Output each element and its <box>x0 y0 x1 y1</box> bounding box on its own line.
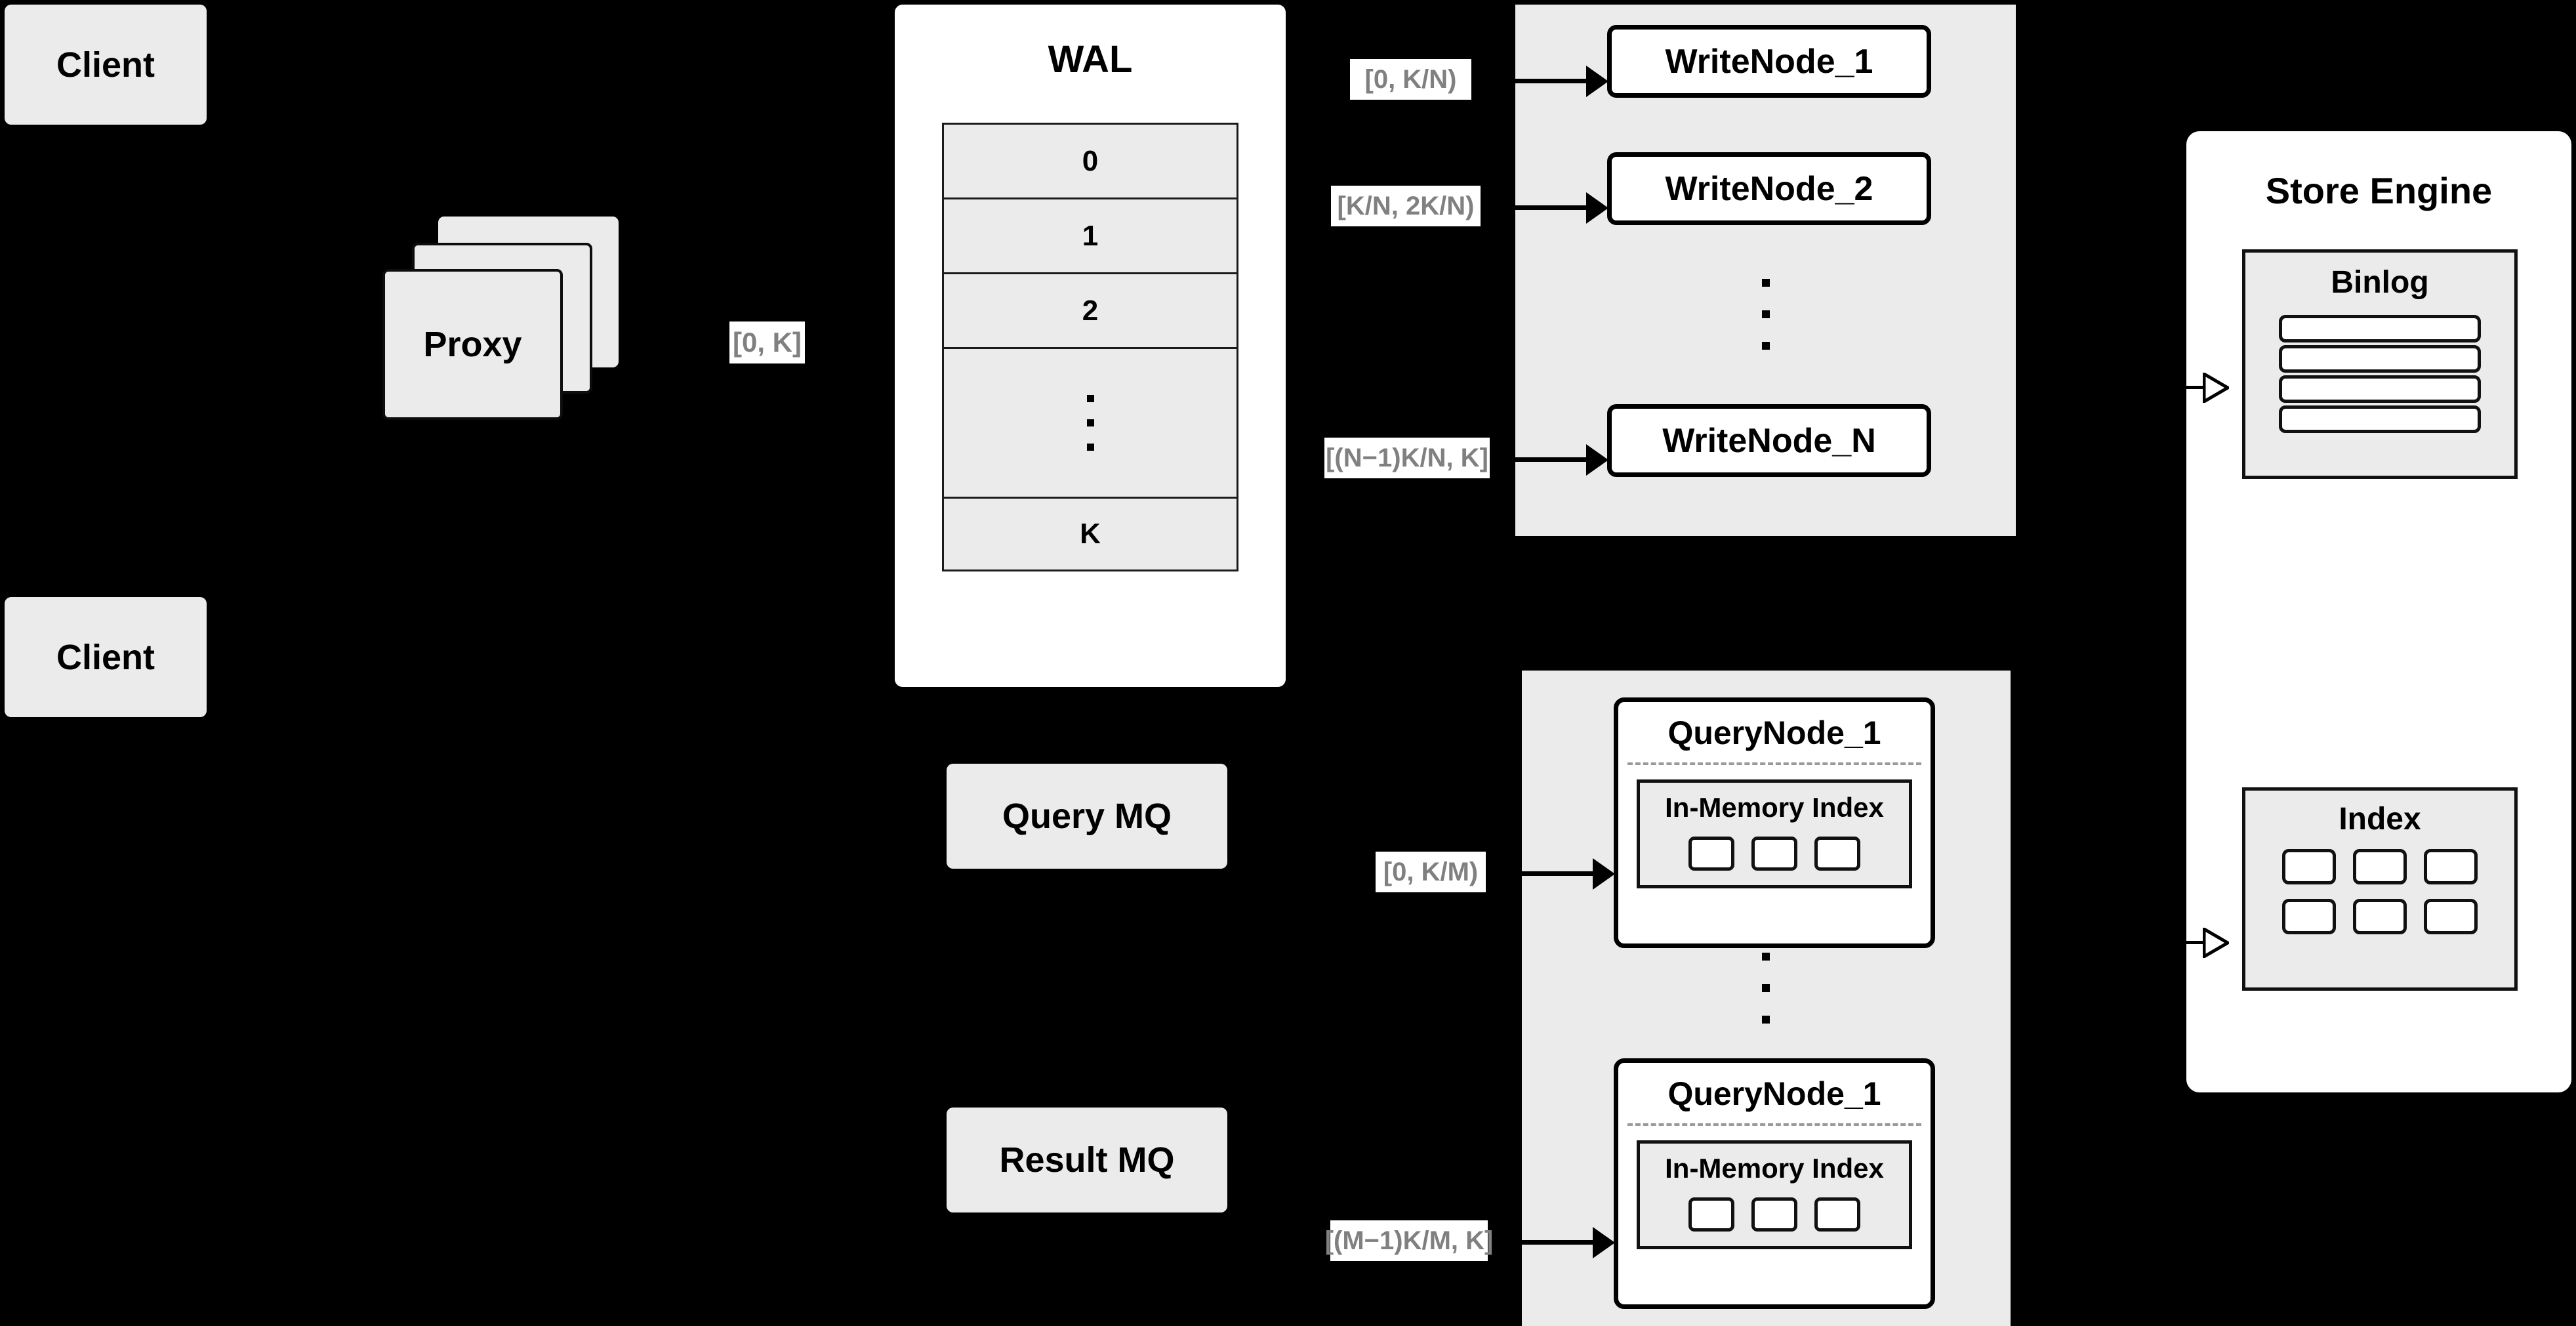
in-memory-index-m-title: In-Memory Index <box>1665 1153 1884 1184</box>
binlog-bar <box>2279 405 2481 433</box>
ellipsis-dot <box>1762 342 1770 350</box>
range-label-querynode-1: [0, K/M) <box>1376 852 1486 892</box>
index-tile <box>2424 899 2478 934</box>
in-memory-index-1-tiles <box>1640 837 1909 871</box>
arrow-line-index <box>2175 941 2206 944</box>
wal-title: WAL <box>1048 38 1133 81</box>
query-cluster-ellipsis <box>1762 953 1770 1024</box>
store-engine-container: Store Engine Binlog Index <box>2186 131 2571 1092</box>
wal-container: WAL 0 1 2 K <box>895 5 1286 687</box>
index-tile-row <box>2282 849 2478 884</box>
index-tile <box>2282 899 2336 934</box>
ellipsis-dot <box>1762 984 1770 992</box>
range-label-writenode-2: [K/N, 2K/N) <box>1331 186 1481 226</box>
ellipsis-dot <box>1762 310 1770 318</box>
index-tile <box>2353 899 2407 934</box>
in-memory-index-1: In-Memory Index <box>1637 779 1912 888</box>
index-tile <box>2424 849 2478 884</box>
arrow-line-writenode-n <box>1502 457 1589 462</box>
proxy-stack[interactable]: Proxy <box>382 217 658 420</box>
index-tile <box>1751 837 1797 871</box>
query-mq-box[interactable]: Query MQ <box>947 764 1227 869</box>
write-cluster-ellipsis <box>1762 279 1770 350</box>
query-node-1-divider <box>1627 762 1921 765</box>
index-tile <box>2353 849 2407 884</box>
ellipsis-dot <box>1762 953 1770 961</box>
query-node-1-title: QueryNode_1 <box>1667 715 1881 751</box>
result-mq-box[interactable]: Result MQ <box>947 1108 1227 1212</box>
binlog-bar-list <box>2245 315 2514 433</box>
arrow-line-binlog <box>2175 386 2206 389</box>
query-node-m[interactable]: QueryNode_1 In-Memory Index <box>1614 1058 1935 1309</box>
arrow-line-querynode-1 <box>1505 871 1595 876</box>
client-box-2[interactable]: Client <box>5 597 207 717</box>
ellipsis-dot <box>1086 395 1094 402</box>
write-node-2[interactable]: WriteNode_2 <box>1607 152 1931 225</box>
range-label-querynode-m: [(M−1)K/M, K] <box>1325 1220 1493 1261</box>
ellipsis-dot <box>1086 444 1094 451</box>
index-tile <box>1814 1197 1860 1232</box>
ellipsis-dot <box>1762 279 1770 287</box>
arrow-head-querynode-1 <box>1593 858 1615 890</box>
index-tile <box>1688 837 1734 871</box>
query-node-1[interactable]: QueryNode_1 In-Memory Index <box>1614 697 1935 948</box>
index-tile-grid <box>2245 849 2514 934</box>
wal-row-ellipsis <box>942 347 1238 497</box>
ellipsis-dot <box>1086 419 1094 426</box>
wal-row-list: 0 1 2 K <box>942 123 1238 571</box>
binlog-title: Binlog <box>2331 265 2429 300</box>
index-tile <box>1751 1197 1797 1232</box>
arrow-head-writenode-2 <box>1586 192 1608 224</box>
index-tile <box>2282 849 2336 884</box>
wal-row: 2 <box>942 272 1238 347</box>
binlog-bar <box>2279 315 2481 342</box>
index-tile-row <box>2282 899 2478 934</box>
index-block: Index <box>2242 787 2518 991</box>
arrow-line-querynode-m <box>1505 1240 1595 1245</box>
in-memory-index-m: In-Memory Index <box>1637 1140 1912 1249</box>
query-node-m-divider <box>1627 1123 1921 1126</box>
arrow-line-writenode-1 <box>1502 79 1589 83</box>
in-memory-index-1-title: In-Memory Index <box>1665 792 1884 823</box>
binlog-bar <box>2279 375 2481 403</box>
index-tile <box>1688 1197 1734 1232</box>
wal-row: 1 <box>942 197 1238 272</box>
range-label-writenode-n: [(N−1)K/N, K] <box>1324 438 1490 478</box>
wal-row: 0 <box>942 123 1238 197</box>
store-engine-title: Store Engine <box>2265 170 2493 211</box>
index-tile <box>1814 837 1860 871</box>
ellipsis-dot <box>1762 1016 1770 1024</box>
write-node-n[interactable]: WriteNode_N <box>1607 404 1931 477</box>
range-label-proxy-to-wal: [0, K] <box>729 321 805 363</box>
write-node-1[interactable]: WriteNode_1 <box>1607 25 1931 98</box>
range-label-writenode-1: [0, K/N) <box>1350 59 1471 100</box>
arrow-line-writenode-2 <box>1502 205 1589 210</box>
in-memory-index-m-tiles <box>1640 1197 1909 1232</box>
binlog-block: Binlog <box>2242 249 2518 479</box>
binlog-bar <box>2279 345 2481 373</box>
client-box-1[interactable]: Client <box>5 5 207 125</box>
arrow-head-querynode-m <box>1593 1227 1615 1258</box>
arrow-head-writenode-1 <box>1586 66 1608 97</box>
arrow-head-writenode-n <box>1586 444 1608 476</box>
index-title: Index <box>2339 802 2421 837</box>
query-node-m-title: QueryNode_1 <box>1667 1075 1881 1112</box>
wal-row: K <box>942 497 1238 571</box>
proxy-layer-front[interactable]: Proxy <box>382 269 563 420</box>
